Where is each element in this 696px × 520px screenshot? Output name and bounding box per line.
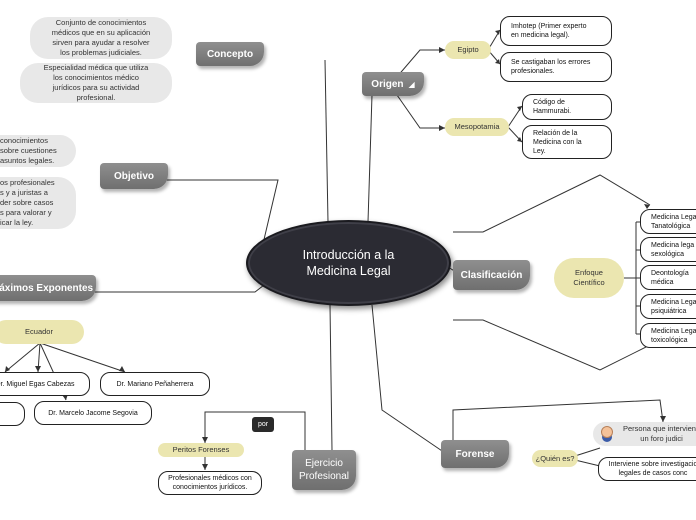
- topic-maximos-exponentes[interactable]: Máximos Exponentes: [0, 275, 96, 301]
- topic-objetivo-label: Objetivo: [113, 170, 154, 182]
- leaf-text: Medicina Lega: [651, 298, 696, 306]
- leaf-text: médica: [651, 278, 674, 286]
- leaf-text: Tanatológica: [651, 222, 691, 230]
- note-text: s y a juristas a: [0, 188, 48, 197]
- leaf-text: Se castigaban los errores: [511, 59, 591, 66]
- expand-caret-icon[interactable]: ◢: [408, 79, 415, 89]
- leaf-text: Medicina Lega: [651, 327, 696, 335]
- topic-objetivo[interactable]: Objetivo: [100, 163, 168, 189]
- topic-concepto-label: Concepto: [206, 48, 254, 60]
- leaf-text: Dr. Mariano Peñaherrera: [116, 380, 194, 388]
- origen-mesopotamia[interactable]: Mesopotamia: [445, 118, 509, 136]
- topic-clasificacion[interactable]: Clasificación: [453, 260, 530, 290]
- pill-label: ¿Quién es?: [535, 453, 575, 463]
- leaf-text: Código de: [533, 99, 565, 106]
- note-text: sobre cuestiones: [0, 146, 57, 155]
- egipto-item-imhotep[interactable]: Imhotep (Primer experto en medicina lega…: [500, 16, 612, 46]
- exponente-marcelo-jacome[interactable]: Dr. Marcelo Jacome Segovia: [34, 401, 152, 425]
- topic-maximos-label: Máximos Exponentes: [0, 282, 94, 294]
- note-text: un foro judici: [640, 434, 683, 443]
- leaf-text: Profesionales médicos con: [168, 475, 252, 482]
- ejercicio-profesionales-medicos[interactable]: Profesionales médicos con conocimientos …: [158, 471, 262, 495]
- leaf-text: psiquiátrica: [651, 307, 687, 315]
- ejercicio-por-label: por: [252, 417, 274, 432]
- note-text: Conjunto de conocimientos: [55, 18, 147, 27]
- note-text: los problemas judiciales.: [60, 48, 142, 57]
- topic-ejercicio-profesional[interactable]: Ejercicio Profesional: [292, 450, 356, 490]
- pill-label: Mesopotamia: [454, 122, 500, 131]
- central-topic[interactable]: Introducción a la Medicina Legal: [246, 220, 451, 306]
- exponente-mariano-penaherrera[interactable]: Dr. Mariano Peñaherrera: [100, 372, 210, 396]
- exponente-sin-nombre[interactable]: [0, 402, 25, 426]
- forense-quien-es[interactable]: ¿Quién es?: [532, 450, 578, 467]
- clasificacion-item-psiquiatrica[interactable]: Medicina Lega psiquiátrica: [640, 294, 696, 319]
- leaf-text: Dr. Miguel Egas Cabezas: [0, 380, 75, 388]
- topic-clasificacion-label: Clasificación: [460, 269, 523, 281]
- topic-ejercicio-line2: Profesional: [298, 471, 350, 482]
- leaf-text: Interviene sobre investigacio: [608, 461, 696, 468]
- note-text: asuntos legales.: [0, 156, 55, 165]
- meso-item-hammurabi[interactable]: Código de Hammurabi.: [522, 94, 612, 120]
- note-text: s para valorar y: [0, 208, 52, 217]
- clasificacion-item-tanatologica[interactable]: Medicina Lega Tanatológica: [640, 209, 696, 234]
- person-icon: [601, 426, 613, 438]
- note-text: der sobre casos: [0, 198, 54, 207]
- note-text: icar la ley.: [0, 218, 34, 227]
- note-text: Persona que interviene: [623, 424, 696, 433]
- pill-label: Egipto: [457, 45, 479, 54]
- note-text: Especialidad médica que utiliza: [43, 63, 149, 72]
- topic-origen-label: Origen: [371, 78, 404, 90]
- clasificacion-item-deontologia[interactable]: Deontología médica: [640, 265, 696, 290]
- forense-persona[interactable]: Persona que interviene un foro judici: [593, 422, 696, 446]
- pill-label: Científico: [573, 278, 605, 287]
- note-text: médicos que en su aplicación: [51, 28, 151, 37]
- clasificacion-item-toxicologica[interactable]: Medicina Lega toxicológica: [640, 323, 696, 348]
- leaf-text: Imhotep (Primer experto: [511, 23, 587, 30]
- topic-forense-label: Forense: [455, 448, 495, 460]
- leaf-text: Dr. Marcelo Jacome Segovia: [48, 409, 138, 417]
- forense-interviene[interactable]: Interviene sobre investigacio legales de…: [598, 457, 696, 481]
- leaf-text: toxicológica: [651, 336, 688, 344]
- note-text: los conocimientos médico: [53, 73, 139, 82]
- topic-ejercicio-line1: Ejercicio: [305, 458, 343, 469]
- leaf-text: legales de casos conc: [618, 470, 688, 477]
- pill-label: Enfoque: [575, 268, 603, 277]
- exponentes-ecuador[interactable]: Ecuador: [0, 320, 84, 344]
- leaf-text: sexológica: [651, 250, 685, 258]
- topic-concepto[interactable]: Concepto: [196, 42, 264, 66]
- enfoque-cientifico[interactable]: Enfoque Científico: [554, 258, 624, 298]
- pill-label: Ecuador: [25, 327, 53, 336]
- meso-item-relacion[interactable]: Relación de la Medicina con la Ley.: [522, 125, 612, 159]
- central-title-line2: Medicina Legal: [306, 264, 391, 278]
- leaf-text: en medicina legal).: [511, 32, 570, 39]
- objetivo-note-2[interactable]: os profesionales s y a juristas a der so…: [0, 177, 76, 229]
- leaf-text: Hammurabi.: [533, 108, 572, 115]
- clasificacion-item-sexologica[interactable]: Medicina lega sexológica: [640, 237, 696, 262]
- objetivo-note-1[interactable]: conocimientos sobre cuestiones asuntos l…: [0, 135, 76, 167]
- leaf-text: Medicina con la: [533, 138, 582, 146]
- topic-origen[interactable]: Origen ◢: [362, 72, 424, 96]
- concepto-note-2[interactable]: Especialidad médica que utiliza los cono…: [20, 63, 172, 103]
- note-text: conocimientos: [0, 136, 48, 145]
- pill-label: Peritos Forenses: [172, 445, 230, 454]
- leaf-text: Ley.: [533, 147, 546, 155]
- tag-text: por: [257, 421, 269, 428]
- ejercicio-peritos-forenses[interactable]: Peritos Forenses: [158, 443, 244, 457]
- leaf-text: Deontología: [651, 269, 689, 277]
- central-title-line1: Introducción a la: [302, 248, 395, 262]
- leaf-text: Medicina Lega: [651, 213, 696, 221]
- leaf-text: profesionales.: [511, 68, 555, 75]
- leaf-text: Medicina lega: [651, 241, 695, 249]
- origen-egipto[interactable]: Egipto: [445, 41, 491, 59]
- egipto-item-errores[interactable]: Se castigaban los errores profesionales.: [500, 52, 612, 82]
- note-text: os profesionales: [0, 178, 55, 187]
- note-text: jurídicos para su actividad: [52, 83, 140, 92]
- exponente-miguel-egas[interactable]: Dr. Miguel Egas Cabezas: [0, 372, 90, 396]
- leaf-text: Relación de la: [533, 129, 578, 137]
- concepto-note-1[interactable]: Conjunto de conocimientos médicos que en…: [30, 17, 172, 59]
- leaf-text: conocimientos jurídicos.: [172, 484, 248, 491]
- note-text: profesional.: [76, 93, 116, 102]
- note-text: sirven para ayudar a resolver: [52, 38, 150, 47]
- topic-forense[interactable]: Forense: [441, 440, 509, 468]
